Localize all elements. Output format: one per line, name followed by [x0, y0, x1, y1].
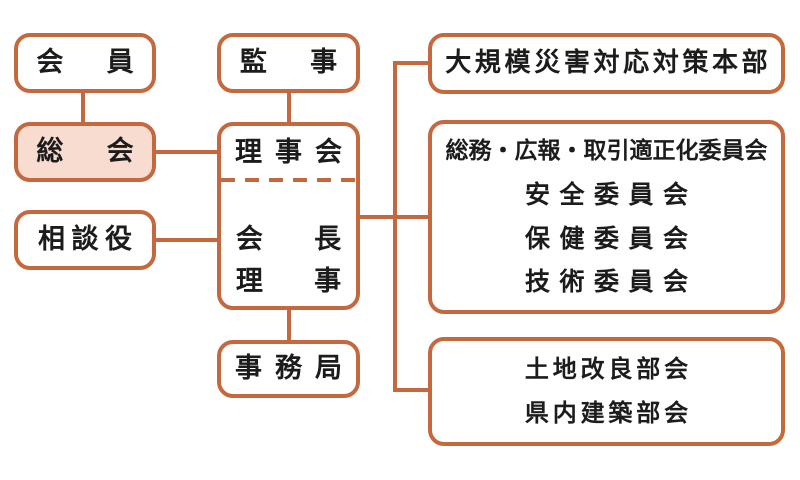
node-committee-group: 総務・広報・取引適正化委員会 安全委員会 保健委員会 技術委員会	[428, 120, 785, 314]
node-board-label: 理事会	[235, 136, 355, 168]
node-board: 理事会 会長 理事	[217, 122, 360, 310]
node-auditor-label: 監事	[239, 46, 381, 78]
node-chairman-row: 会長	[221, 218, 356, 262]
connector-trunk-vertical	[393, 61, 397, 392]
committee-item-label: 技術委員会	[524, 266, 698, 296]
committee-item-label: 保健委員会	[524, 223, 698, 253]
node-subcommittee-group: 土地改良部会 県内建築部会	[428, 337, 785, 446]
node-advisor-label: 相談役	[38, 223, 139, 255]
committee-item: 技術委員会	[515, 267, 697, 297]
node-chairman-label: 会長	[235, 223, 393, 255]
subcommittee-item-label: 県内建築部会	[524, 398, 692, 427]
node-general-assembly-label: 総会	[36, 135, 177, 167]
node-disaster-hq: 大規模災害対応対策本部	[428, 33, 785, 94]
committee-item-label: 総務・広報・取引適正化委員会	[445, 138, 768, 165]
board-dashed-divider	[221, 178, 356, 182]
subcommittee-item: 土地改良部会	[521, 355, 692, 385]
node-advisor: 相談役	[14, 210, 156, 270]
node-disaster-hq-label: 大規模災害対応対策本部	[445, 47, 772, 78]
committee-item: 安全委員会	[515, 180, 697, 210]
node-members: 会員	[14, 33, 156, 93]
committee-item-label: 安全委員会	[524, 180, 698, 210]
connector-trunk-disaster-hq	[393, 61, 432, 65]
node-board-inner: 理事会 会長 理事	[221, 126, 356, 306]
node-director-label: 理事	[235, 265, 393, 297]
subcommittee-item-label: 土地改良部会	[524, 355, 692, 384]
committee-item: 保健委員会	[515, 224, 697, 254]
node-secretariat-label: 事務局	[235, 352, 355, 384]
connector-assembly-board	[152, 150, 220, 154]
node-general-assembly: 総会	[14, 122, 156, 182]
connector-advisor-board	[152, 238, 220, 242]
committee-item: 総務・広報・取引適正化委員会	[446, 137, 768, 167]
node-members-label: 会員	[36, 46, 177, 78]
node-secretariat: 事務局	[217, 340, 360, 398]
connector-trunk-subcommittees	[393, 388, 432, 392]
connector-members-assembly	[81, 91, 85, 124]
node-director-row: 理事	[221, 260, 356, 304]
node-auditor: 監事	[217, 33, 360, 93]
connector-auditor-board	[287, 91, 291, 124]
node-board-title-row: 理事会	[221, 126, 356, 180]
subcommittee-item: 県内建築部会	[521, 398, 692, 428]
connector-board-secretariat	[287, 308, 291, 342]
